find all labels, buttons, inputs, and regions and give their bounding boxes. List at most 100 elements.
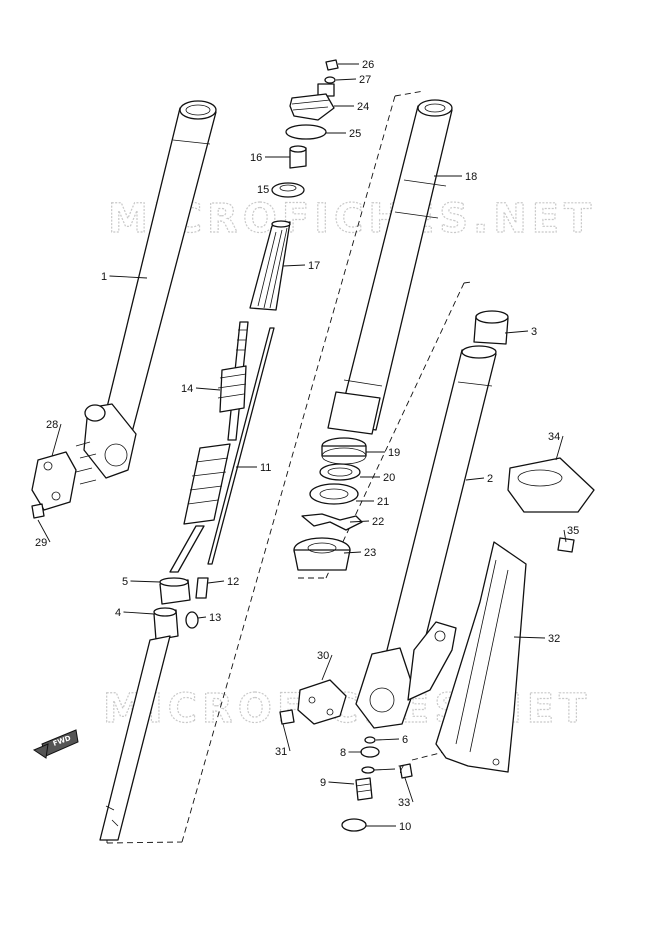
callout-label-9: 9 xyxy=(320,777,326,789)
part-18-inner-tube xyxy=(327,99,453,435)
callout-label-26: 26 xyxy=(362,59,374,71)
part-28-axle-holder xyxy=(31,441,97,511)
leader-line-30 xyxy=(321,654,333,681)
leader-line-1 xyxy=(109,275,148,279)
part-8-gasket xyxy=(360,746,380,758)
leader-line-13 xyxy=(197,616,207,619)
leader-line-34 xyxy=(555,435,564,461)
part-12-valve xyxy=(195,577,209,599)
callout-label-19: 19 xyxy=(388,447,400,459)
leader-lines xyxy=(37,63,567,827)
forward-arrow-icon: FWD xyxy=(32,729,79,759)
leader-line-29 xyxy=(37,519,51,543)
callout-label-35: 35 xyxy=(567,525,579,537)
callout-label-33: 33 xyxy=(398,797,410,809)
leader-line-6 xyxy=(375,738,400,741)
callout-label-31: 31 xyxy=(275,746,287,758)
callout-label-7: 7 xyxy=(398,764,404,776)
part-33-screw xyxy=(399,763,413,779)
part-3-bushing xyxy=(473,310,509,345)
part-13-spring-seat xyxy=(185,611,199,629)
part-27-washer xyxy=(324,76,336,84)
leader-line-22 xyxy=(349,520,370,523)
part-5-oil-seal xyxy=(159,577,191,605)
part-35-bolt xyxy=(557,537,575,553)
callout-label-34: 34 xyxy=(548,431,560,443)
callout-label-21: 21 xyxy=(377,496,389,508)
callout-label-18: 18 xyxy=(465,171,477,183)
leader-line-35 xyxy=(563,529,567,543)
part-20-washer xyxy=(319,463,361,481)
leader-line-14 xyxy=(195,387,221,391)
part-21-oil-seal xyxy=(309,483,359,505)
part-34-fork-clamp xyxy=(507,457,595,513)
callout-label-13: 13 xyxy=(209,612,221,624)
leader-line-2 xyxy=(465,477,485,481)
leader-line-5 xyxy=(130,580,161,583)
part-24-cap-bolt xyxy=(289,83,335,121)
part-9-drain-bolt xyxy=(355,777,373,801)
part-26-bolt xyxy=(325,59,339,71)
callout-label-12: 12 xyxy=(227,576,239,588)
leader-line-23 xyxy=(343,551,362,554)
callout-label-17: 17 xyxy=(308,260,320,272)
leader-line-32 xyxy=(513,636,546,639)
part-23-dust-seal xyxy=(293,537,351,571)
part-30-axle-holder xyxy=(297,679,347,725)
part-7-washer xyxy=(361,766,375,774)
leader-line-3 xyxy=(504,330,529,334)
callout-label-20: 20 xyxy=(383,472,395,484)
part-17-spring-guide xyxy=(249,220,291,311)
leader-line-28 xyxy=(51,423,62,457)
callout-label-22: 22 xyxy=(372,516,384,528)
callout-label-6: 6 xyxy=(402,734,408,746)
callout-label-11: 11 xyxy=(260,462,271,474)
part-15-seat xyxy=(271,182,305,198)
leader-line-4 xyxy=(123,611,155,615)
part-19-bushing xyxy=(321,437,367,465)
callout-label-16: 16 xyxy=(250,152,262,164)
callout-label-10: 10 xyxy=(399,821,411,833)
part-22-stopper-ring xyxy=(301,513,363,531)
callout-label-4: 4 xyxy=(115,607,121,619)
callout-label-23: 23 xyxy=(364,547,376,559)
leader-line-17 xyxy=(282,264,306,267)
leader-line-33 xyxy=(404,777,414,803)
part-32-fork-guard xyxy=(435,541,527,773)
callout-label-24: 24 xyxy=(357,101,369,113)
callout-label-30: 30 xyxy=(317,650,329,662)
leader-line-27 xyxy=(335,78,357,81)
callout-label-8: 8 xyxy=(340,747,346,759)
part-1-outer-tube xyxy=(83,100,217,479)
callout-label-5: 5 xyxy=(122,576,128,588)
part-14-damper-rod-assembly xyxy=(169,321,249,573)
callout-label-15: 15 xyxy=(257,184,269,196)
inner-tube-lower xyxy=(99,635,171,841)
callout-label-27: 27 xyxy=(359,74,371,86)
leader-line-31 xyxy=(282,723,291,752)
callout-label-3: 3 xyxy=(531,326,537,338)
leader-line-7 xyxy=(373,768,396,771)
callout-label-14: 14 xyxy=(181,383,193,395)
part-4-bushing xyxy=(153,607,179,641)
part-29-nut xyxy=(31,503,45,519)
leader-line-12 xyxy=(207,580,225,584)
part-10-o-ring xyxy=(341,818,367,832)
leader-line-9 xyxy=(328,781,355,785)
callout-label-1: 1 xyxy=(101,271,107,283)
part-11-rod xyxy=(207,327,275,565)
callout-label-25: 25 xyxy=(349,128,361,140)
watermark-text-bottom: MICROFICHES.NET xyxy=(103,686,591,732)
callout-label-32: 32 xyxy=(548,633,560,645)
part-2-outer-tube xyxy=(355,345,497,729)
part-25-o-ring xyxy=(285,124,327,140)
callout-label-2: 2 xyxy=(487,473,493,485)
callout-label-28: 28 xyxy=(46,419,58,431)
callout-label-29: 29 xyxy=(35,537,47,549)
part-31-bolt xyxy=(279,709,295,725)
assembly-guide-lines xyxy=(106,90,472,844)
part-6-washer xyxy=(364,736,376,744)
